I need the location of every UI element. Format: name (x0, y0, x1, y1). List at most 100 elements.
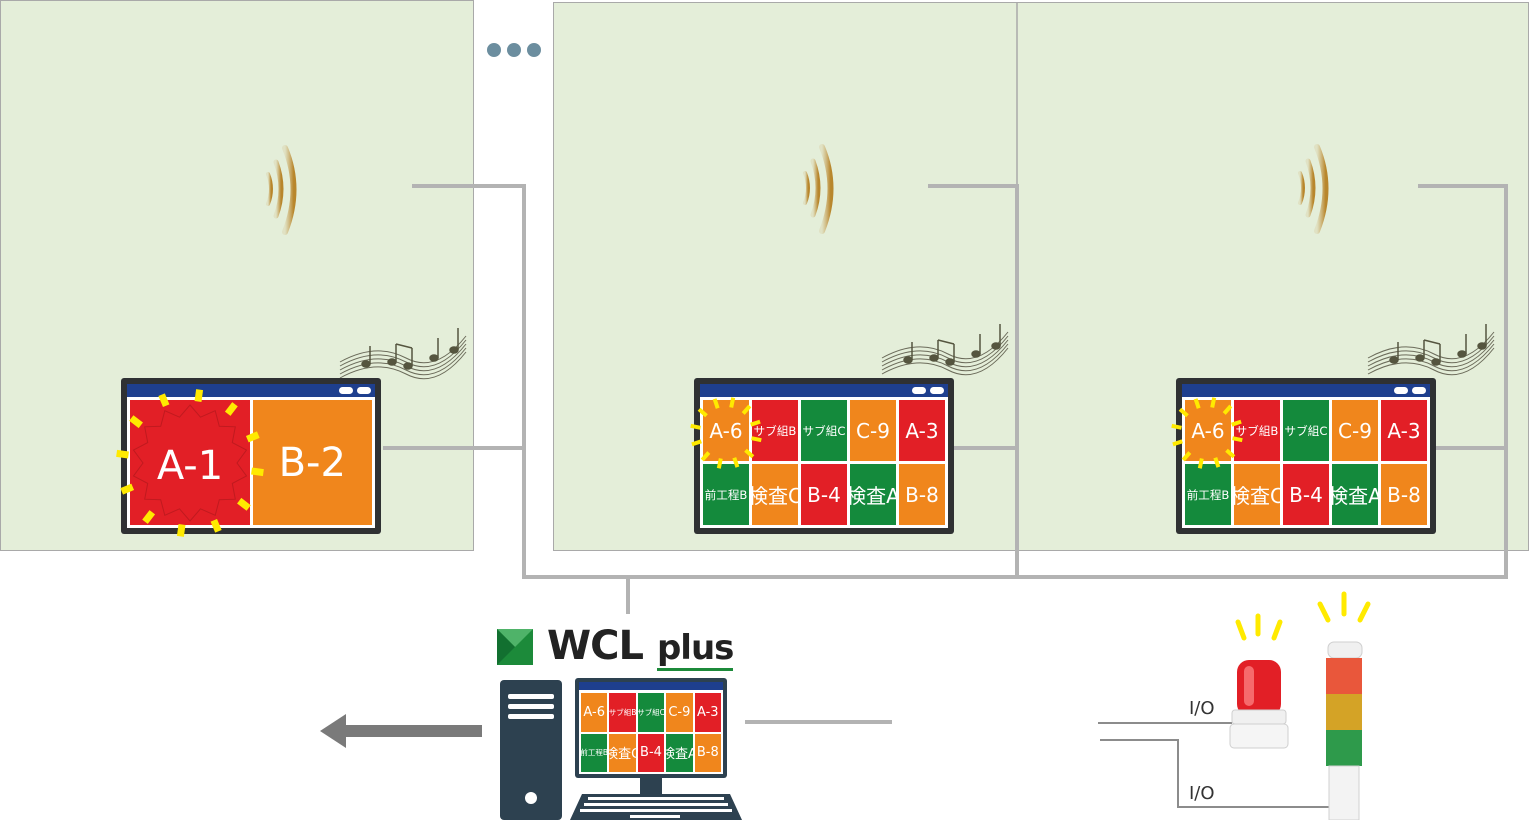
display-cell: サブ組B (1234, 400, 1280, 461)
display-cell: B-8 (899, 464, 945, 525)
display-cell: B-4 (801, 464, 847, 525)
keyboard-icon (570, 794, 742, 820)
wcl-plus-logo: WCL plus (497, 623, 734, 671)
logo-mark-icon (497, 629, 533, 665)
display-cell: B-8 (694, 733, 721, 772)
alert-burst-icon (690, 397, 762, 469)
display-grid: A-6 サブ組B サブ組C C-9 A-3 前工程B 検査C B-4 検査A B-8 (1185, 400, 1427, 525)
display-header-bar (579, 682, 723, 690)
display-cell: B-2 (252, 400, 372, 525)
cell-label: サブ組B (1235, 423, 1279, 438)
display-cell: 検査A (850, 464, 896, 525)
display-cell: B-4 (1283, 464, 1329, 525)
more-rooms-ellipsis-icon (487, 43, 541, 57)
cell-label: A-3 (905, 418, 939, 443)
display-cell: 前工程B (1185, 464, 1231, 525)
toggle-icon (930, 387, 944, 394)
cell-label: サブ組C (637, 707, 665, 717)
toggle-icon (1394, 387, 1408, 394)
music-notes-icon (339, 328, 467, 380)
logo-text-wcl: WCL (547, 623, 644, 669)
cell-label: B-4 (1289, 482, 1323, 507)
display-cell: 検査A (666, 733, 693, 772)
display-cell: A-3 (1381, 400, 1427, 461)
wireless-signal-icon (266, 145, 297, 235)
rotating-beacon-icon (1229, 613, 1289, 749)
wireless-signal-icon (803, 144, 834, 234)
display-header-bar (700, 384, 948, 397)
cell-label: 検査A (850, 484, 896, 508)
toggle-icon (339, 387, 353, 394)
display-cell: C-9 (666, 693, 693, 732)
display-cell: A-6 (1185, 400, 1231, 461)
cell-label: A-6 (709, 418, 743, 443)
cell-label: サブ組C (1284, 423, 1328, 438)
display-cell: サブ組C (1283, 400, 1329, 461)
cell-label: A-6 (1191, 418, 1225, 443)
signal-tower-icon (1317, 591, 1371, 820)
cell-label: A-3 (697, 704, 719, 720)
display-cell: C-9 (850, 400, 896, 461)
display-cell: B-8 (1381, 464, 1427, 525)
toggle-icon (357, 387, 371, 394)
cell-label: 前工程B (581, 748, 608, 758)
cell-label: 検査C (752, 484, 798, 508)
music-notes-icon (881, 324, 1009, 376)
cell-label: 検査A (666, 747, 693, 763)
cell-label: C-9 (1338, 418, 1372, 443)
pc-tower (500, 680, 562, 820)
io-label-top: I/O (1189, 698, 1215, 719)
cell-label: 検査C (609, 747, 636, 763)
display-header-bar (127, 384, 375, 397)
logo-text-plus: plus (656, 628, 734, 671)
cell-label: B-8 (1387, 482, 1421, 507)
cell-label: サブ組B (609, 707, 636, 717)
cell-label: 前工程B (1186, 487, 1230, 502)
wireless-signal-icon (1298, 144, 1329, 234)
display-cell: サブ組C (801, 400, 847, 461)
display-cell: 検査C (752, 464, 798, 525)
cell-label: B-8 (905, 482, 939, 507)
toggle-icon (1412, 387, 1426, 394)
cell-label: B-4 (640, 745, 662, 761)
alert-cell-label: A-1 (157, 443, 223, 489)
cell-label: サブ組B (753, 423, 797, 438)
display-cell: 前工程B (581, 733, 608, 772)
display-cell: サブ組B (752, 400, 798, 461)
display-cell: 検査A (1332, 464, 1378, 525)
cell-label: B-8 (696, 745, 719, 761)
display-cell: A-3 (694, 693, 721, 732)
alert-burst-icon (1171, 397, 1243, 469)
cell-label: 検査C (1234, 484, 1280, 508)
display-cell: サブ組B (609, 693, 636, 732)
toggle-icon (912, 387, 926, 394)
alert-burst-icon: A-1 (116, 389, 264, 537)
andon-display-right: A-6 サブ組B サブ組C C-9 A-3 前工程B 検査C B-4 検査A B-8 (1176, 378, 1436, 534)
io-label-bottom: I/O (1189, 783, 1215, 804)
display-header-bar (1182, 384, 1430, 397)
cell-label: A-6 (583, 704, 605, 720)
display-cell: A-6 (703, 400, 749, 461)
display-cell: C-9 (1332, 400, 1378, 461)
cell-label: B-2 (278, 439, 346, 486)
display-cell: 検査C (609, 733, 636, 772)
cell-label: A-3 (1387, 418, 1421, 443)
display-cell: B-4 (637, 733, 665, 772)
display-cell: 前工程B (703, 464, 749, 525)
cell-label: サブ組C (802, 423, 846, 438)
cell-label: 検査A (1332, 484, 1378, 508)
cell-label: B-4 (807, 482, 841, 507)
display-cell: 検査C (1234, 464, 1280, 525)
display-cell: サブ組C (637, 693, 665, 732)
display-cell: A-6 (581, 693, 608, 732)
display-cell: A-3 (899, 400, 945, 461)
left-arrow-icon (320, 714, 482, 748)
music-notes-icon (1367, 324, 1495, 376)
